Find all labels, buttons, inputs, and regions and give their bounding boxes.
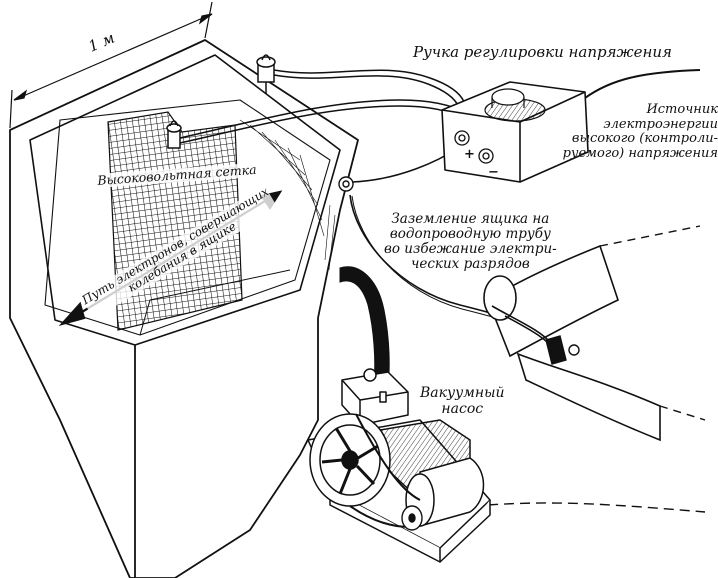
power-source-line-1: Источник электроэнергии [603,102,718,132]
voltage-knob [484,88,546,122]
box-shading [239,119,336,271]
power-source-line-2: высокого (контроли- [571,131,718,147]
vacuum-pump-label: Вакуумный насос [420,385,505,417]
pipe-dashes [599,225,706,421]
flywheel [309,413,391,507]
grounding-line-2: водопроводную трубу [389,226,551,243]
small-pulley [401,505,423,531]
grounding-line-3: во избежание электри- [384,241,557,258]
dashed-cable [487,502,706,513]
ground-terminal [338,176,354,192]
plus-sign: + [464,147,475,162]
grounding-line-4: ческих разрядов [410,256,530,273]
grounding-label: Заземление ящика на водопроводную трубу … [384,211,557,273]
power-source-label: Источник электроэнергии высокого (контро… [538,102,718,161]
grid-connector [166,120,182,149]
voltage-knob-label: Ручка регулировки напряжения [413,43,672,61]
water-pipe [483,244,661,442]
vacuum-pump-line-2: насос [441,400,484,417]
top-insulator [256,54,276,94]
pipe-clamp [545,335,580,365]
mains-cable [584,69,701,99]
power-source-line-3: руемого) напряжения [562,145,718,161]
vacuum-pump-line-1: Вакуумный [420,385,505,401]
minus-sign: − [488,165,499,180]
terminals [454,130,494,164]
dimension-line [9,1,213,129]
grounding-line-1: Заземление ящика на [391,211,550,227]
vacuum-hose [339,266,390,385]
